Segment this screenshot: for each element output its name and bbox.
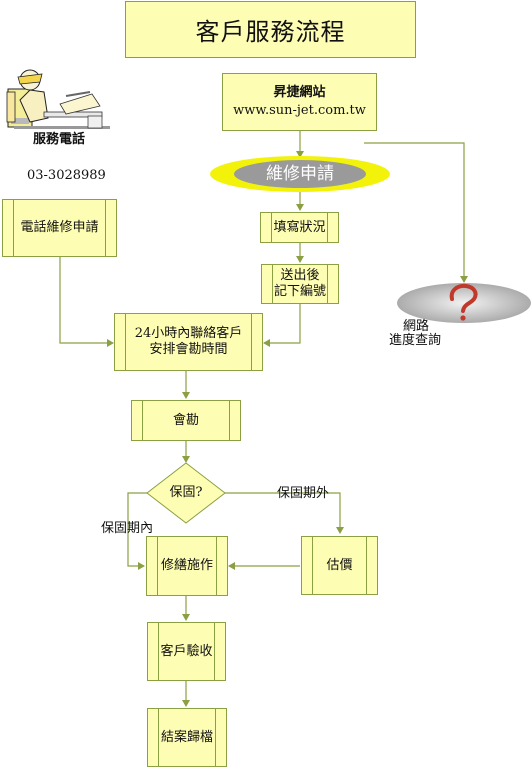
online-repair-label: 維修申請	[266, 164, 334, 184]
node-contact-line1: 24小時內聯絡客戶	[134, 326, 243, 341]
node-send-number-line2: 記下編號	[273, 284, 326, 299]
decision-label: 保固?	[169, 485, 203, 500]
node-estimate: 估價	[301, 536, 378, 595]
website-name: 昇捷網站	[273, 85, 326, 100]
progress-query-ellipse	[397, 283, 531, 323]
node-phone-repair: 電話維修申請	[2, 199, 117, 257]
edge-phone-to-contact	[59, 257, 114, 347]
node-survey: 會勘	[131, 400, 241, 441]
node-send-number: 送出後 記下編號	[261, 264, 339, 304]
node-acceptance-text: 客戶驗收	[160, 643, 213, 659]
phone-service-label: 服務電話	[33, 132, 86, 147]
edge-label-in-warranty: 保固期內	[101, 521, 154, 536]
node-acceptance: 客戶驗收	[147, 622, 226, 681]
phone-service-person-icon	[6, 69, 110, 129]
edge-site-to-query	[364, 142, 468, 283]
progress-query-line2: 進度查詢	[389, 333, 442, 348]
node-close: 結案歸檔	[147, 708, 227, 767]
node-estimate-text: 估價	[326, 557, 353, 573]
question-mark-icon	[449, 283, 478, 321]
phone-number: 03-3028989	[27, 168, 106, 183]
progress-query-line1: 網路	[403, 319, 430, 334]
title-text: 客戶服務流程	[195, 18, 346, 46]
website-box: 昇捷網站 www.sun-jet.com.tw	[222, 73, 377, 131]
node-fill-status: 填寫狀況	[260, 212, 339, 243]
node-phone-repair-text: 電話維修申請	[20, 220, 99, 235]
node-send-number-line1: 送出後	[280, 268, 320, 283]
node-repair-text: 修繕施作	[160, 558, 213, 573]
decision-diamond	[146, 462, 226, 524]
node-contact-customer: 24小時內聯絡客戶 安排會勘時間	[114, 313, 263, 371]
edge-decision-to-estimate	[224, 492, 344, 534]
node-survey-text: 會勘	[172, 412, 199, 428]
node-fill-status-text: 填寫狀況	[273, 219, 326, 235]
node-close-text: 結案歸檔	[160, 729, 213, 745]
node-repair: 修繕施作	[146, 536, 228, 596]
edge-send-to-contact	[263, 304, 301, 347]
edge-decision-to-repair	[127, 492, 148, 570]
node-contact-line2: 安排會勘時間	[149, 342, 228, 357]
edge-label-out-warranty: 保固期外	[277, 486, 330, 501]
website-url: www.sun-jet.com.tw	[233, 103, 366, 118]
page-title: 客戶服務流程	[125, 1, 416, 58]
repair-ellipse	[234, 160, 366, 188]
